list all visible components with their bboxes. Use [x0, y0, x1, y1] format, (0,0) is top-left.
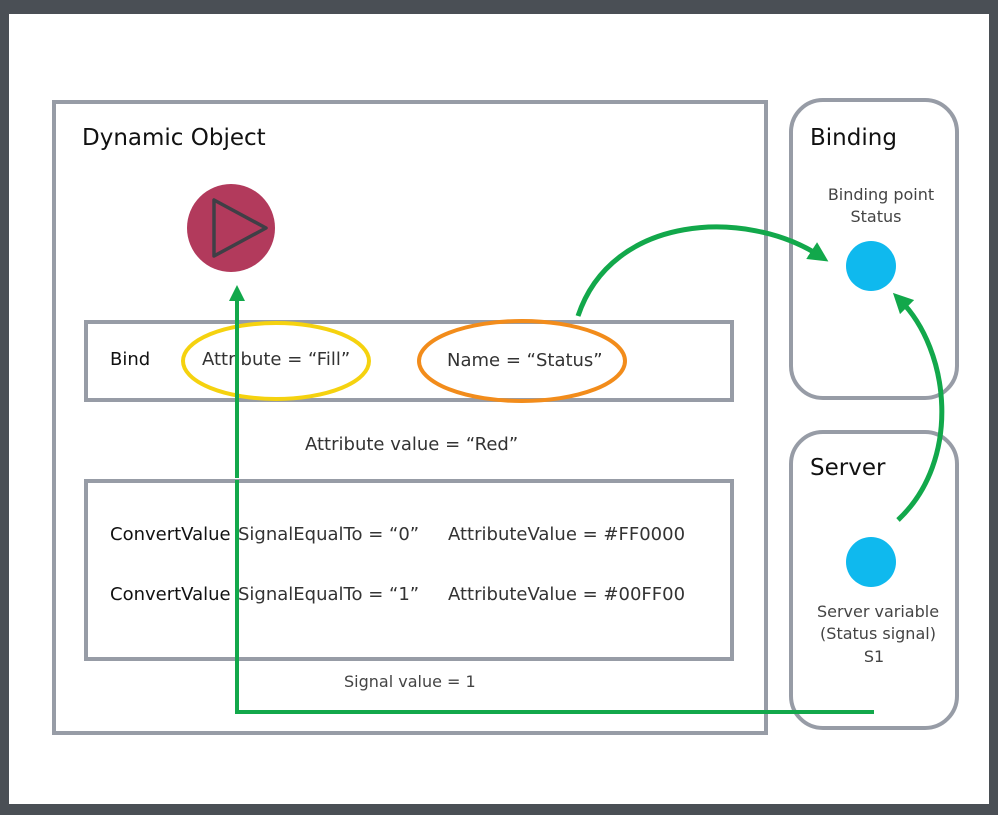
name-to-binding-arrow [575, 224, 829, 317]
convert-value-attribute-1: AttributeValue = #00FF00 [448, 584, 686, 605]
convert-value-label-1: ConvertValue [110, 584, 231, 605]
binding-point-label: Binding point [827, 185, 935, 204]
binding-box [789, 98, 959, 400]
attribute-value-text: Attribute value = “Red” [305, 434, 519, 455]
binding-title: Binding [810, 125, 897, 151]
bind-attribute-text: Attribute = “Fill” [202, 349, 351, 370]
server-variable-line1: Server variable [816, 602, 940, 621]
dynamic-object-title: Dynamic Object [82, 125, 266, 151]
binding-point-dot [846, 241, 896, 291]
signal-flow-line [235, 480, 874, 714]
convert-value-label-0: ConvertValue [110, 524, 231, 545]
convert-value-signal-0: SignalEqualTo = “0” [238, 524, 420, 545]
name-highlight-ellipse [417, 319, 627, 403]
server-title: Server [810, 455, 886, 481]
convert-value-box [84, 479, 734, 661]
convert-value-signal-1: SignalEqualTo = “1” [238, 584, 420, 605]
bind-name-text: Name = “Status” [447, 350, 603, 371]
server-variable-line2: (Status signal) [820, 624, 936, 643]
play-icon [187, 184, 275, 272]
server-to-binding-arrow [892, 292, 945, 522]
server-variable-line3: S1 [863, 647, 885, 666]
attribute-highlight-ellipse [181, 321, 371, 401]
dynamic-object-box [52, 100, 768, 735]
convert-value-attribute-0: AttributeValue = #FF0000 [448, 524, 686, 545]
bind-label: Bind [110, 349, 151, 370]
server-variable-dot [846, 537, 896, 587]
bind-box [84, 320, 734, 402]
binding-point-name: Status [850, 207, 902, 226]
server-box [789, 430, 959, 730]
signal-value-text: Signal value = 1 [344, 672, 476, 691]
